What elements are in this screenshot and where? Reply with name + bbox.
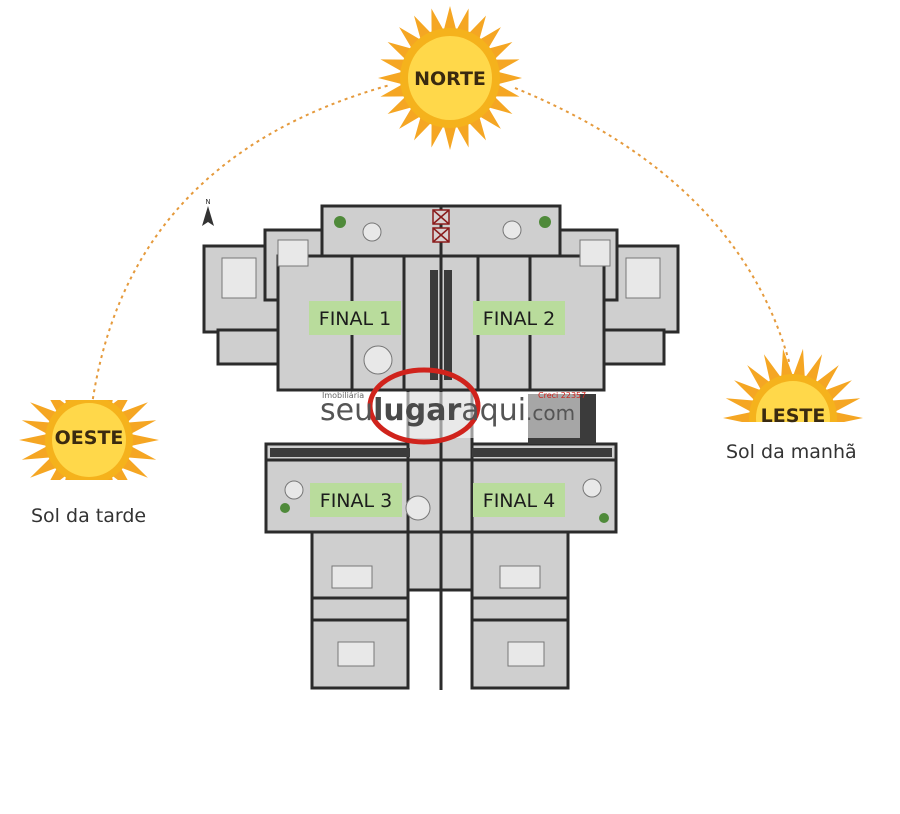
sun-north-label: NORTE bbox=[414, 68, 486, 90]
unit-label-text: FINAL 2 bbox=[483, 308, 555, 330]
compass-label: N bbox=[205, 198, 210, 206]
west-sun-caption: Sol da tarde bbox=[31, 505, 147, 527]
sun-path-arc bbox=[89, 84, 391, 421]
unit-label-text: FINAL 4 bbox=[483, 490, 555, 512]
sun-west: OESTE bbox=[19, 400, 159, 480]
watermark-small-left: Imobiliária bbox=[322, 391, 364, 400]
watermark-prefix: seu bbox=[320, 393, 373, 428]
unit-label-text: FINAL 1 bbox=[319, 308, 391, 330]
sun-path-arc-east bbox=[514, 87, 791, 366]
watermark-logo: Imobiliária Creci 22357 seulugaraqui.com bbox=[318, 367, 586, 445]
unit-label-text: FINAL 3 bbox=[320, 490, 392, 512]
sun-north: NORTE bbox=[378, 6, 522, 150]
sun-east: LESTE bbox=[723, 348, 863, 427]
compass-north-icon: N bbox=[202, 198, 214, 226]
sun-east-label: LESTE bbox=[761, 405, 826, 427]
sun-icon bbox=[378, 6, 522, 150]
sun-ray bbox=[378, 6, 522, 150]
east-sun-caption: Sol da manhã bbox=[726, 441, 857, 463]
watermark-domain: .com bbox=[526, 401, 575, 425]
floor-plan bbox=[202, 204, 680, 690]
sun-west-label: OESTE bbox=[55, 427, 124, 449]
watermark-suffix: aqui bbox=[461, 393, 526, 428]
unit-label-final-2: FINAL 2 bbox=[473, 301, 565, 335]
unit-label-final-1: FINAL 1 bbox=[309, 301, 401, 335]
unit-label-final-4: FINAL 4 bbox=[473, 483, 565, 517]
watermark-small-right: Creci 22357 bbox=[538, 391, 586, 400]
watermark-highlight: lugar bbox=[373, 393, 461, 428]
svg-text:seulugaraqui.com: seulugaraqui.com bbox=[320, 393, 575, 428]
unit-label-final-3: FINAL 3 bbox=[310, 483, 402, 517]
